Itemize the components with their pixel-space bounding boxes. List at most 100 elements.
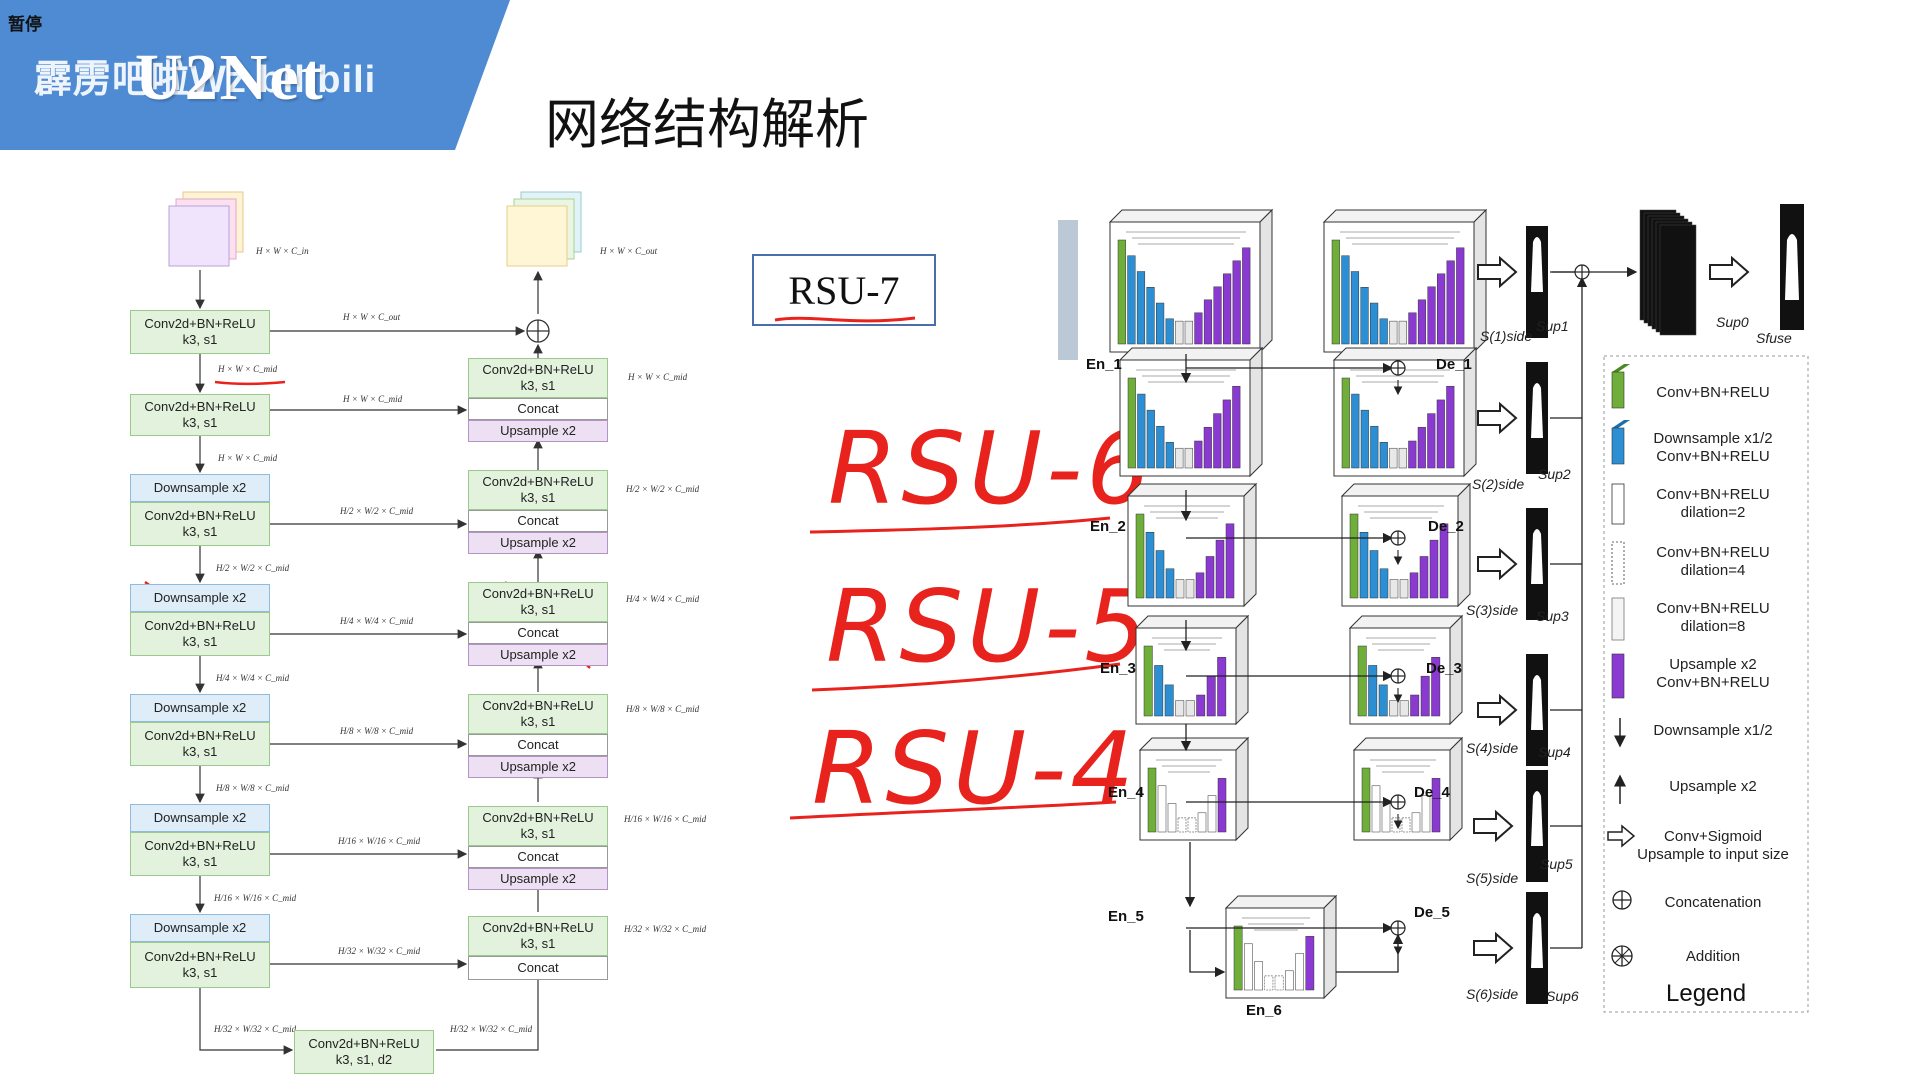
dim-s4-dec: H/4 × W/4 × C_mid [626, 594, 700, 604]
side-arrow-3 [1477, 549, 1517, 579]
side-output-label-3: S(3)side [1466, 602, 1519, 618]
sup-label-1: Sup1 [1536, 318, 1569, 334]
dim-s16-down: H/16 × W/16 × C_mid [214, 893, 297, 903]
sup-label-4: Sup4 [1538, 744, 1571, 760]
rsu7-label: RSU-7 [788, 267, 900, 313]
rsu-dec-4-up: Upsample x2 [468, 756, 608, 778]
annotation-rsu6: RSU-6 [828, 410, 1154, 527]
rsu-dec-3-up: Upsample x2 [468, 644, 608, 666]
side-arrow-6 [1473, 933, 1513, 963]
encoder-label-6: En_6 [1246, 1002, 1282, 1019]
output-dim: H × W × C_out [600, 246, 658, 256]
dim-s16-dec: H/16 × W/16 × C_mid [624, 814, 707, 824]
dim-enc2-down: H × W × C_mid [218, 453, 278, 463]
legend-item-2: Downsample x1/2 Conv+BN+RELU [1653, 430, 1773, 465]
encoder-label-1: En_1 [1086, 356, 1122, 373]
dim-s16-skip: H/16 × W/16 × C_mid [338, 836, 421, 846]
rsu-dec-2-up: Upsample x2 [468, 532, 608, 554]
dim-enc1-down: H × W × C_mid [218, 364, 278, 374]
decoder-block-3 [1340, 482, 1472, 608]
logo-text: U2Net [135, 41, 325, 114]
legend-item-4: Conv+BN+RELU dilation=4 [1656, 544, 1770, 579]
encoder-block-4 [1134, 614, 1250, 726]
side-output-label-1: S(1)side [1480, 328, 1533, 344]
rsu7-label-box: RSU-7 [752, 254, 936, 326]
dim-s2-dec: H/2 × W/2 × C_mid [626, 484, 700, 494]
rsu-dec-1-up: Upsample x2 [468, 420, 608, 442]
blue-block-icon [1611, 427, 1625, 465]
purple-block-icon [1611, 653, 1625, 699]
rsu-enc-3-conv: Conv2d+BN+ReLU k3, s1 [130, 502, 270, 546]
dim-s8-down: H/8 × W/8 × C_mid [216, 783, 290, 793]
dashed-block-icon [1611, 541, 1625, 585]
sup-label-6: Sup6 [1546, 988, 1579, 1004]
decoder-label-4: De_4 [1414, 784, 1450, 801]
dim-s32-dec: H/32 × W/32 × C_mid [624, 924, 707, 934]
side-output-label-5: S(5)side [1466, 870, 1519, 886]
green-block-icon-face [1611, 371, 1625, 409]
sup0-label: Sup0 [1716, 314, 1749, 330]
u2net-diagram [1058, 204, 1804, 1004]
decoder-label-1: De_1 [1436, 356, 1472, 373]
encoder-label-2: En_2 [1090, 518, 1126, 535]
decoder-block-2 [1332, 346, 1478, 478]
dim-s8-dec: H/8 × W/8 × C_mid [626, 704, 700, 714]
legend-title: Legend [1666, 980, 1747, 1007]
dim-enc2-right: H × W × C_mid [343, 394, 403, 404]
dim-dec-top-right: H × W × C_mid [628, 372, 688, 382]
encoder-block-6 [1224, 894, 1338, 1000]
legend-item-10: Concatenation [1664, 894, 1762, 911]
page-title: 网络结构解析 [545, 93, 869, 156]
rsu-enc-3-down: Downsample x2 [130, 474, 270, 502]
legend-item-5: Conv+BN+RELU dilation=8 [1656, 600, 1770, 635]
watermark: 霹雳吧啦Wz bilibili [34, 59, 377, 101]
encoder-block-1 [1108, 208, 1274, 354]
rsu7-underline [774, 316, 916, 323]
fuse-arrow [1709, 257, 1749, 287]
legend-item-8: Upsample x2 [1669, 778, 1757, 795]
dim-s32-skip: H/32 × W/32 × C_mid [338, 946, 421, 956]
legend-item-9: Conv+Sigmoid Upsample to input size [1637, 828, 1789, 863]
encoder-label-4: En_4 [1108, 784, 1144, 801]
dim-s2-down: H/2 × W/2 × C_mid [216, 563, 290, 573]
dim-s32-bottom-left: H/32 × W/32 × C_mid [214, 1024, 297, 1034]
rsu-dec-2-concat: Concat [468, 510, 608, 532]
rsu-dec-6-conv: Conv2d+BN+ReLU k3, s1 [468, 916, 608, 956]
legend-item-7: Downsample x1/2 [1653, 722, 1773, 739]
dim-s4-down: H/4 × W/4 × C_mid [216, 673, 290, 683]
dim-out-arrow: H × W × C_out [343, 312, 401, 322]
dim-s32-bottom-right: H/32 × W/32 × C_mid [450, 1024, 533, 1034]
green-block-icon [1612, 364, 1630, 372]
decoder-label-2: De_2 [1428, 518, 1464, 535]
side-arrow-4 [1477, 695, 1517, 725]
rsu-dec-3-conv: Conv2d+BN+ReLU k3, s1 [468, 582, 608, 622]
light-block-icon [1611, 597, 1625, 641]
rsu-enc-1-conv: Conv2d+BN+ReLU k3, s1 [130, 310, 270, 354]
rsu-enc-4-conv: Conv2d+BN+ReLU k3, s1 [130, 612, 270, 656]
legend-box [1603, 355, 1809, 1013]
encoder-block-3 [1126, 482, 1258, 608]
rsu-dec-5-up: Upsample x2 [468, 868, 608, 890]
encoder-label-3: En_3 [1100, 660, 1136, 677]
rsu-dec-4-conv: Conv2d+BN+ReLU k3, s1 [468, 694, 608, 734]
rsu-dec-6-concat: Concat [468, 956, 608, 980]
decoder-label-3: De_3 [1426, 660, 1462, 677]
sup-label-3: Sup3 [1536, 608, 1569, 624]
rsu-enc-7-conv: Conv2d+BN+ReLU k3, s1 [130, 942, 270, 988]
side-output-label-6: S(6)side [1466, 986, 1519, 1002]
encoder-label-5: En_5 [1108, 908, 1144, 925]
annotation-rsu4: RSU-4 [812, 710, 1138, 827]
decoder-block-1 [1322, 208, 1488, 354]
rsu-dec-3-concat: Concat [468, 622, 608, 644]
rsu-dec-4-concat: Concat [468, 734, 608, 756]
sup-label-2: Sup2 [1538, 466, 1571, 482]
pause-label[interactable]: 暂停 [8, 15, 42, 34]
rsu-dec-1-conv: Conv2d+BN+ReLU k3, s1 [468, 358, 608, 398]
side-output-label-2: S(2)side [1472, 476, 1525, 492]
annotation-underlines [789, 516, 1121, 820]
rsu-enc-6-conv: Conv2d+BN+ReLU k3, s1 [130, 832, 270, 876]
encoder-block-5 [1138, 736, 1250, 842]
rsu-dec-2-conv: Conv2d+BN+ReLU k3, s1 [468, 470, 608, 510]
rsu-bottom-conv: Conv2d+BN+ReLU k3, s1, d2 [294, 1030, 434, 1074]
side-arrow-2 [1477, 403, 1517, 433]
